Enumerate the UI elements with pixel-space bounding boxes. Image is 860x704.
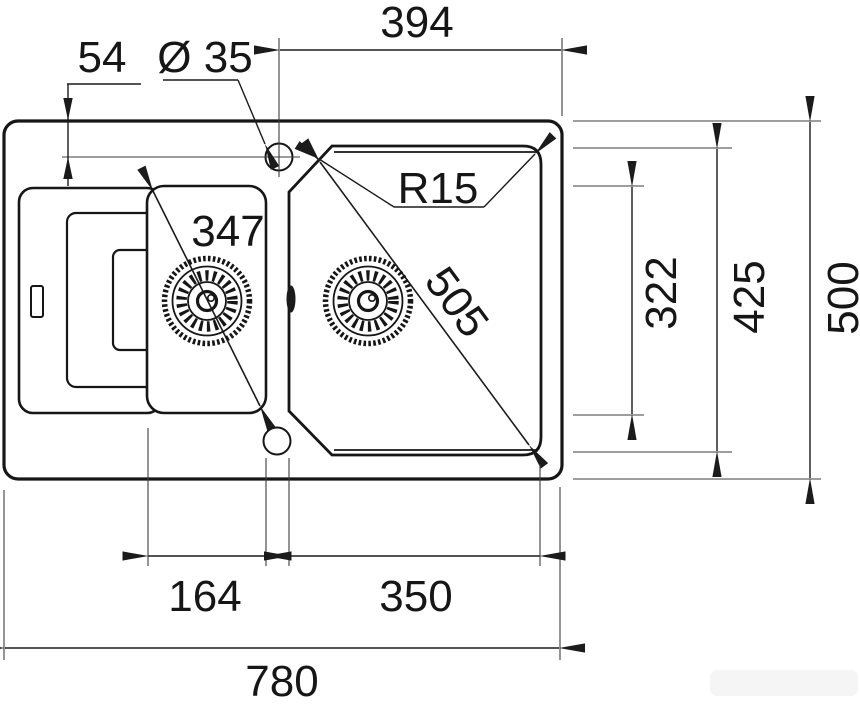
dim-label-347: 347 <box>191 207 264 256</box>
dim-54-arrow-up <box>63 157 73 179</box>
dim-r15-leader-right <box>483 132 557 208</box>
dim-dia35-leader <box>237 79 280 170</box>
dim-label-394: 394 <box>380 0 453 47</box>
dim-label-dia35: Ø 35 <box>157 33 252 82</box>
main-bowl-overflow <box>286 285 296 313</box>
dim-r15-leader-left <box>294 141 395 208</box>
drainer-drain-slot <box>30 285 44 318</box>
dim-label-r15: R15 <box>398 164 479 213</box>
dim-label-322: 322 <box>637 256 686 329</box>
dim-label-780: 780 <box>245 657 318 704</box>
accessory-hole <box>262 426 292 456</box>
dim-54-arrow-down <box>63 98 73 120</box>
dim-label-350: 350 <box>379 572 452 621</box>
dim-label-164: 164 <box>168 572 241 621</box>
main-bowl-diagonal-line <box>300 138 549 469</box>
small-bowl-diagonal-line <box>137 165 276 432</box>
watermark <box>710 670 858 696</box>
dim-label-500: 500 <box>819 261 860 334</box>
dim-label-425: 425 <box>725 260 774 333</box>
dim-label-54: 54 <box>78 33 127 82</box>
